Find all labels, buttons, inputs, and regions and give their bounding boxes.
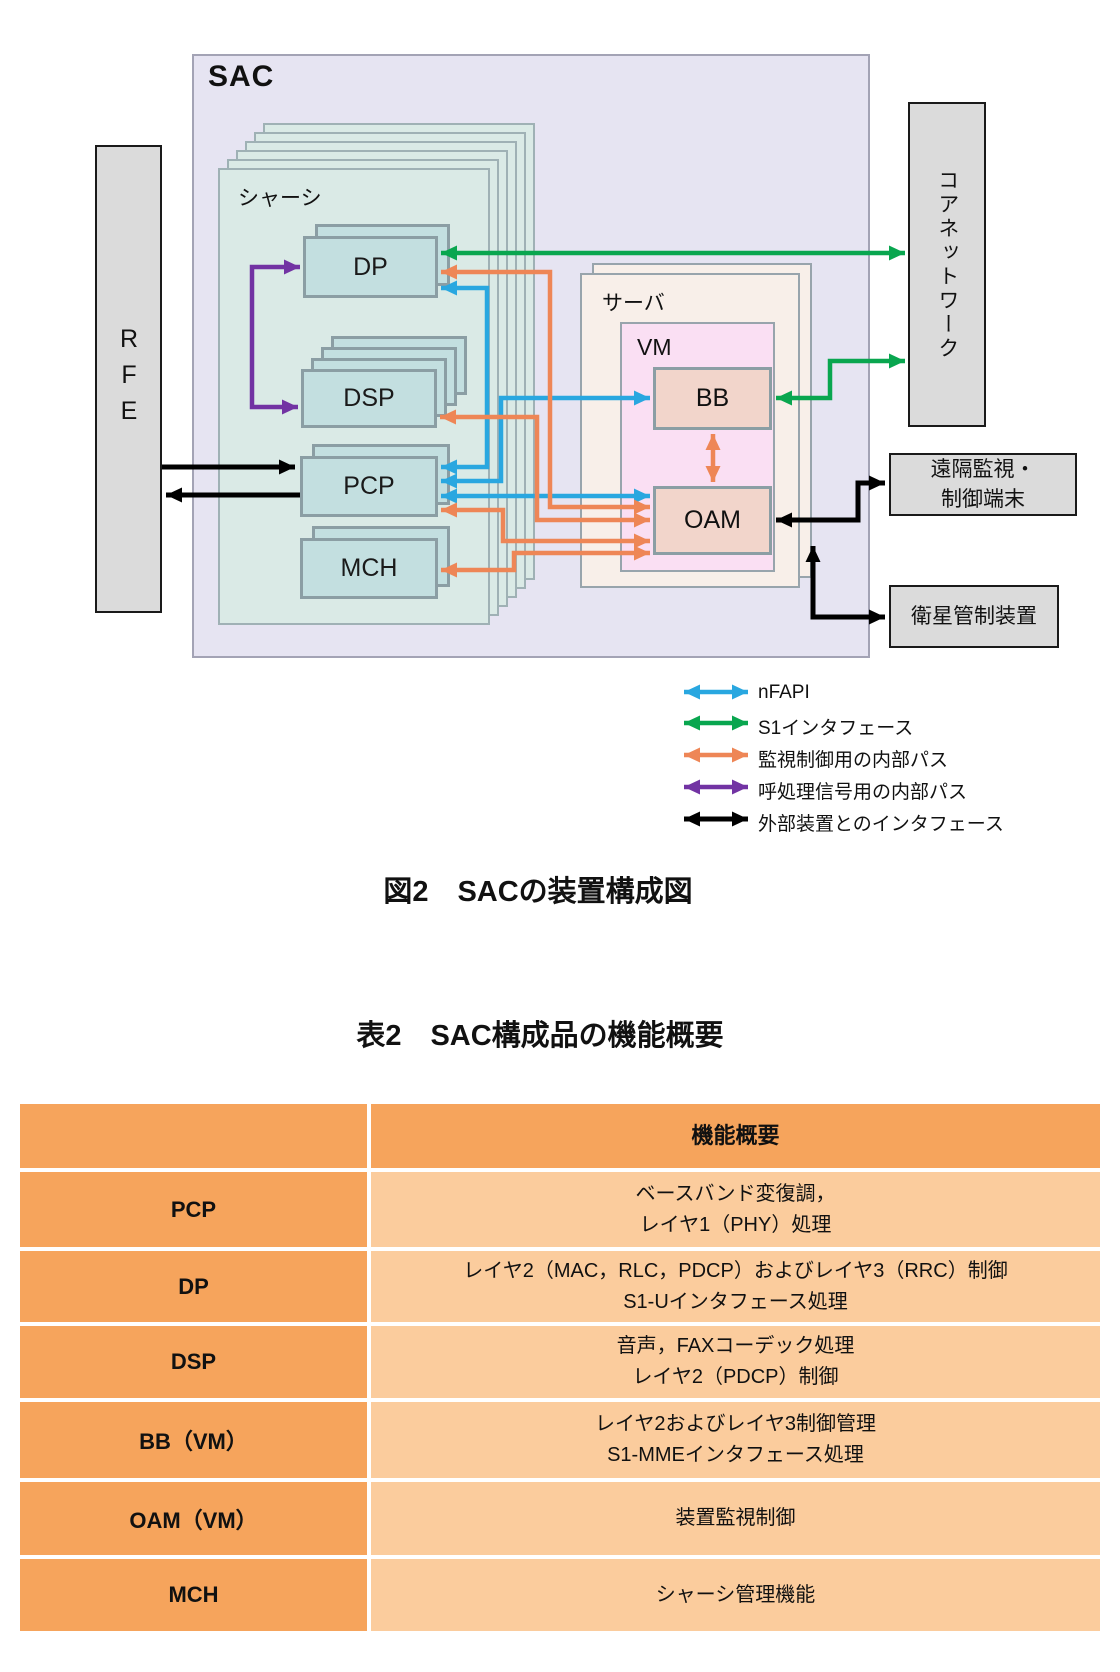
remote-terminal-label: 遠隔監視・ 制御端末 xyxy=(930,458,1036,511)
legend-item-monitor-path: 監視制御用の内部パス xyxy=(758,750,949,771)
table-title: 表2 SAC構成品の機能概要 xyxy=(356,1020,724,1052)
table-row: DP レイヤ2（MAC，RLC，PDCP）およびレイヤ3（RRC）制御 S1-U… xyxy=(20,1251,1100,1322)
legend-item-call-path: 呼処理信号用の内部パス xyxy=(758,782,968,803)
component-desc-cell: 音声，FAXコーデック処理 レイヤ2（PDCP）制御 xyxy=(371,1326,1100,1398)
mch-box: MCH xyxy=(300,538,438,599)
header-component-cell xyxy=(20,1104,367,1168)
remote-terminal-box: 遠隔監視・ 制御端末 xyxy=(889,453,1077,516)
dp-box: DP xyxy=(303,236,438,298)
bb-box: BB xyxy=(653,367,772,430)
table-row: BB（VM） レイヤ2およびレイヤ3制御管理 S1-MMEインタフェース処理 xyxy=(20,1402,1100,1478)
component-name-cell: OAM（VM） xyxy=(20,1482,367,1555)
legend-item-external: 外部装置とのインタフェース xyxy=(758,814,1004,835)
dp-label: DP xyxy=(353,252,388,281)
rfe-box: RFE xyxy=(95,145,162,613)
component-desc-cell: レイヤ2およびレイヤ3制御管理 S1-MMEインタフェース処理 xyxy=(371,1402,1100,1478)
dsp-label: DSP xyxy=(343,384,395,412)
pcp-label: PCP xyxy=(343,472,395,500)
legend-item-s1: S1インタフェース xyxy=(758,718,914,739)
component-desc-cell: ベースバンド変復調， レイヤ1（PHY）処理 xyxy=(371,1172,1100,1247)
function-table: 機能概要 PCP ベースバンド変復調， レイヤ1（PHY）処理 DP レイヤ2（… xyxy=(20,1104,1100,1635)
legend-item-nfapi: nFAPI xyxy=(758,682,810,703)
component-desc-cell: シャーシ管理機能 xyxy=(371,1559,1100,1631)
component-name-cell: MCH xyxy=(20,1559,367,1631)
oam-label: OAM xyxy=(684,506,741,534)
sac-title: SAC xyxy=(208,60,275,93)
satellite-control-box: 衛星管制装置 xyxy=(889,585,1059,648)
component-desc-cell: 装置監視制御 xyxy=(371,1482,1100,1555)
dsp-box: DSP xyxy=(301,369,437,428)
table-row: PCP ベースバンド変復調， レイヤ1（PHY）処理 xyxy=(20,1172,1100,1247)
component-desc-cell: レイヤ2（MAC，RLC，PDCP）およびレイヤ3（RRC）制御 S1-Uインタ… xyxy=(371,1251,1100,1322)
bb-label: BB xyxy=(695,384,730,412)
header-function-cell: 機能概要 xyxy=(371,1104,1100,1168)
component-name-cell: DP xyxy=(20,1251,367,1322)
pcp-box: PCP xyxy=(300,456,438,517)
rfe-label: RFE xyxy=(115,325,143,433)
component-name-cell: PCP xyxy=(20,1172,367,1247)
server-label: サーバ xyxy=(602,292,665,315)
table-row: MCH シャーシ管理機能 xyxy=(20,1559,1100,1631)
figure-caption: 図2 SACの装置構成図 xyxy=(383,876,693,908)
table-row: DSP 音声，FAXコーデック処理 レイヤ2（PDCP）制御 xyxy=(20,1326,1100,1398)
component-name-cell: BB（VM） xyxy=(20,1402,367,1478)
component-name-cell: DSP xyxy=(20,1326,367,1398)
vm-label: VM xyxy=(637,334,672,360)
core-network-label: コアネットワーク xyxy=(935,168,959,361)
mch-label: MCH xyxy=(340,554,398,582)
table-header-row: 機能概要 xyxy=(20,1104,1100,1168)
chassis-label: シャーシ xyxy=(238,187,322,210)
table-row: OAM（VM） 装置監視制御 xyxy=(20,1482,1100,1555)
satellite-control-label: 衛星管制装置 xyxy=(911,604,1037,628)
oam-box: OAM xyxy=(653,486,772,555)
core-network-box: コアネットワーク xyxy=(908,102,986,427)
